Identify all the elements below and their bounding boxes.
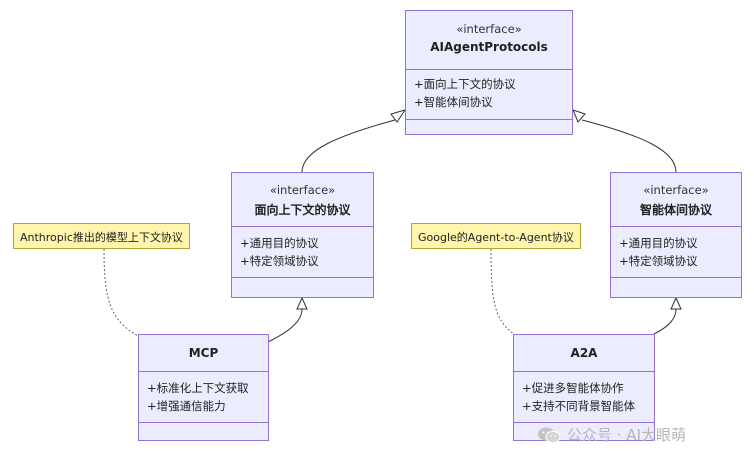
member-item: +特定领域协议 <box>619 254 698 268</box>
class-name: AIAgentProtocols <box>430 40 548 54</box>
members-section: +通用目的协议 +特定领域协议 <box>611 227 741 278</box>
members-section: +面向上下文的协议 +智能体间协议 <box>406 70 572 120</box>
note-a2a: Google的Agent-to-Agent协议 <box>411 223 581 249</box>
watermark-text: 公众号 · AI大眼萌 <box>567 426 686 444</box>
class-mcp: MCP +标准化上下文获取 +增强通信能力 <box>138 334 269 441</box>
note-mcp: Anthropic推出的模型上下文协议 <box>13 223 190 249</box>
class-header: A2A <box>514 335 654 372</box>
watermark: 公众号 · AI大眼萌 <box>537 424 686 445</box>
class-name: MCP <box>188 346 219 360</box>
members-section: +标准化上下文获取 +增强通信能力 <box>139 372 268 423</box>
member-item: +智能体间协议 <box>414 95 493 109</box>
class-name: 面向上下文的协议 <box>254 203 351 217</box>
class-header: «interface» 面向上下文的协议 <box>232 173 373 227</box>
edge-context-to-aiagent <box>301 119 396 173</box>
arrowhead-mcp-context <box>296 296 308 310</box>
stereotype-label: «interface» <box>269 183 336 197</box>
class-header: MCP <box>139 335 268 372</box>
class-interagent-protocol: «interface» 智能体间协议 +通用目的协议 +特定领域协议 <box>610 172 742 298</box>
arrowhead-a2a-interagent <box>670 296 682 310</box>
member-item: +通用目的协议 <box>619 236 698 250</box>
class-aiagentprotocols: «interface» AIAgentProtocols +面向上下文的协议 +… <box>405 10 573 135</box>
class-context-protocol: «interface» 面向上下文的协议 +通用目的协议 +特定领域协议 <box>231 172 374 298</box>
member-item: +支持不同背景智能体 <box>522 399 636 413</box>
member-item: +面向上下文的协议 <box>414 77 516 91</box>
edge-interagent-to-aiagent <box>581 119 677 173</box>
class-name: 智能体间协议 <box>639 203 712 217</box>
class-a2a: A2A +促进多智能体协作 +支持不同背景智能体 <box>513 334 655 441</box>
note-link-a2a <box>490 248 515 335</box>
member-item: +促进多智能体协作 <box>522 381 624 395</box>
member-item: +特定领域协议 <box>240 254 319 268</box>
member-item: +标准化上下文获取 <box>147 381 249 395</box>
members-section: +通用目的协议 +特定领域协议 <box>232 227 373 278</box>
stereotype-label: «interface» <box>456 22 522 36</box>
edge-mcp-to-context <box>267 308 303 343</box>
members-section: +促进多智能体协作 +支持不同背景智能体 <box>514 372 654 423</box>
note-link-mcp <box>103 248 139 337</box>
class-name: A2A <box>570 346 598 360</box>
arrowhead-interagent-aiagent <box>572 109 586 123</box>
member-item: +通用目的协议 <box>240 236 319 250</box>
class-header: «interface» AIAgentProtocols <box>406 11 572 70</box>
wechat-icon <box>537 426 561 444</box>
class-header: «interface» 智能体间协议 <box>611 173 741 227</box>
stereotype-label: «interface» <box>643 183 709 197</box>
edge-a2a-to-interagent <box>653 308 677 335</box>
arrowhead-context-aiagent <box>390 109 407 123</box>
member-item: +增强通信能力 <box>147 399 226 413</box>
